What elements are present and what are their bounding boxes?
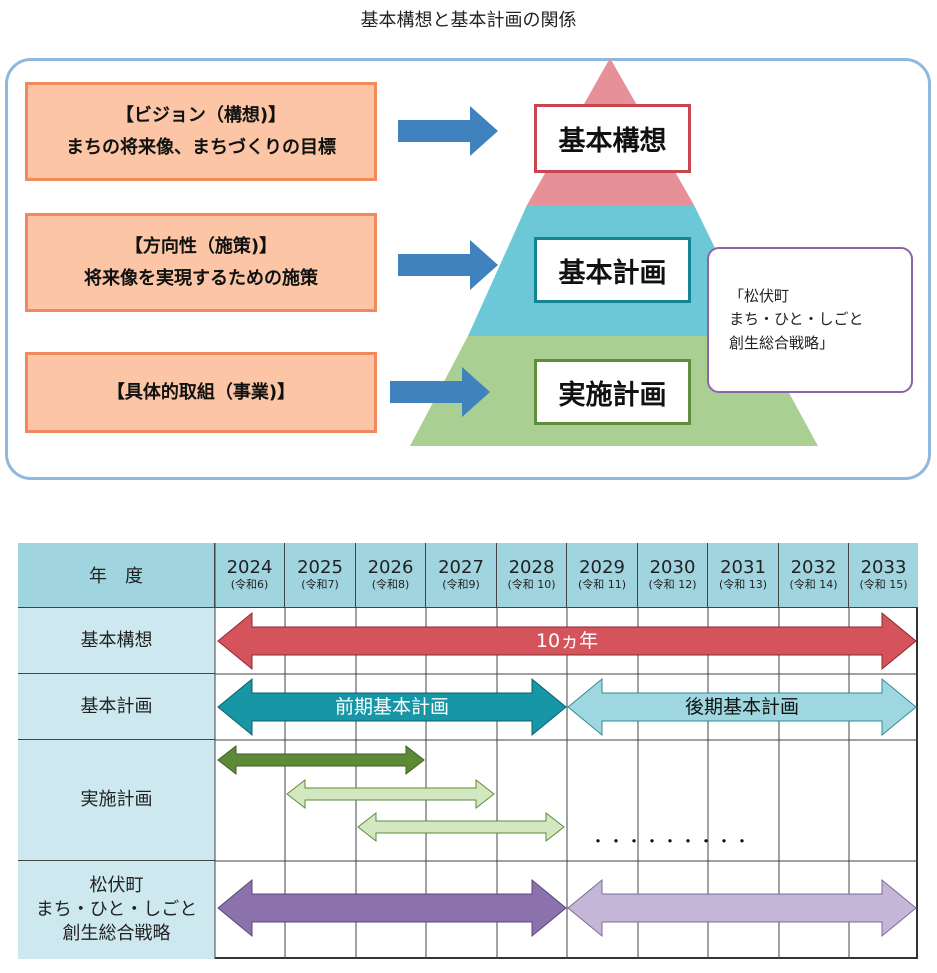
pyramid-label-vision: 基本構想 [534,104,691,173]
row-label-text: 基本構想 [80,629,153,651]
year-label: 2026 [367,557,414,578]
strategy-note-box: 「松伏町 まち・ひと・しごと 創生総合戦略」 [707,247,913,393]
pyramid-label-implementation: 実施計画 [534,359,691,425]
arrow-right-icon [398,240,498,290]
strategy-note-line: 「松伏町 [729,287,790,305]
row-label-implementation: 実施計画 [18,740,215,861]
strategy-note-line: まち・ひと・しごと [729,310,864,329]
vision-period-label: 10ヵ年 [535,630,599,652]
era-label: (令和 10) [507,578,556,591]
year-label: 2033 [860,557,907,578]
implementation-arrow [217,744,425,776]
year-label: 2030 [649,557,696,578]
arrow-right-icon [398,106,498,156]
pyramid-label-plan: 基本計画 [534,237,691,303]
year-header-cell: 2028 (令和 10) [497,543,567,608]
direction-box-text: 将来像を実現するための施策 [84,267,318,289]
row-label-strategy: 松伏町 まち・ひと・しごと 創生総合戦略 [18,861,215,959]
year-header-cell: 2033 (令和 15) [849,543,918,608]
implementation-arrow [357,811,565,843]
row-label-plan: 基本計画 [18,674,215,740]
era-label: (令和8) [371,578,410,591]
vision-box-heading: 【ビジョン（構想)】 [115,105,287,126]
arrow-right-icon [390,367,490,417]
vision-box: 【ビジョン（構想)】 まちの将来像、まちづくりの目標 [25,82,377,181]
era-label: (令和 11) [577,578,627,591]
year-header-cell: 2030 (令和 12) [638,543,708,608]
year-label: 2029 [579,557,625,578]
direction-box: 【方向性（施策)】 将来像を実現するための施策 [25,213,377,312]
vision-period-arrow [217,611,917,671]
project-box-heading: 【具体的取組（事業)】 [106,381,296,403]
era-label: (令和 14) [789,578,838,591]
second-plan-label: 後期基本計画 [684,696,799,718]
era-label: (令和 15) [859,578,908,591]
year-label: 2024 [226,557,273,578]
continuation-dots: ・・・・・・・・・ [590,832,753,851]
table-header-year-label: 年 度 [18,543,215,608]
vision-box-text: まちの将来像、まちづくりの目標 [66,136,336,158]
row-label-text: 基本計画 [80,695,153,717]
year-header-cell: 2025 (令和7) [285,543,356,608]
year-header-cell: 2031 (令和 13) [708,543,779,608]
row-label-vision: 基本構想 [18,608,215,674]
strategy-second-arrow [567,878,917,938]
era-label: (令和7) [301,578,339,591]
implementation-arrow [286,778,495,810]
year-label: 2027 [438,557,484,578]
year-header-cell: 2027 (令和9) [426,543,497,608]
first-plan-arrow [217,677,567,737]
first-plan-label: 前期基本計画 [334,696,449,718]
row-label-text: まち・ひと・しごと [35,899,198,920]
year-header-cell: 2024 (令和6) [215,543,285,608]
diagram-title: 基本構想と基本計画の関係 [360,10,577,31]
era-label: (令和 13) [718,578,768,591]
era-label: (令和6) [230,578,269,591]
year-header-cell: 2032 (令和 14) [779,543,849,608]
second-plan-arrow [567,677,917,737]
strategy-first-arrow [217,878,567,938]
era-label: (令和 12) [648,578,697,591]
row-label-text: 創生総合戦略 [62,923,171,944]
project-box: 【具体的取組（事業)】 [25,352,377,433]
year-label: 2031 [720,557,766,578]
era-label: (令和9) [442,578,480,591]
direction-box-heading: 【方向性（施策)】 [124,236,278,257]
year-header-cell: 2029 (令和 11) [567,543,638,608]
year-label: 2028 [508,557,555,578]
year-header-cell: 2026 (令和8) [356,543,426,608]
row-label-text: 松伏町 [89,875,144,896]
row-label-text: 実施計画 [80,789,153,810]
relationship-frame [5,58,931,480]
strategy-note-line: 創生総合戦略」 [729,333,835,352]
year-label: 2025 [297,557,343,578]
year-label: 2032 [790,557,837,578]
